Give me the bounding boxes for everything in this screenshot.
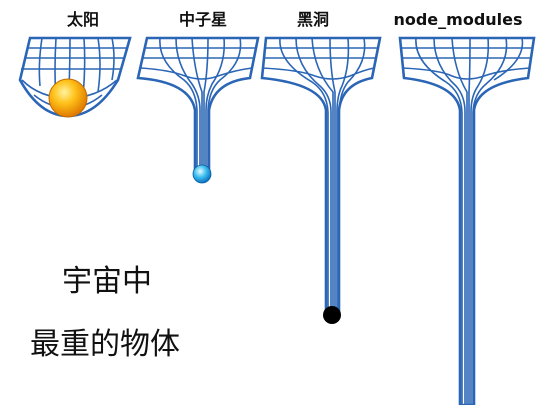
neutron-star-spacetime-grid: [136, 36, 260, 177]
sun-ball: [48, 78, 88, 118]
panel-label-node-modules: node_modules: [393, 10, 523, 29]
panel-label-sun: 太阳: [66, 10, 99, 29]
black-hole-ball: [323, 306, 341, 324]
caption-line-2: 最重的物体: [30, 327, 180, 362]
caption-line-1: 宇宙中: [62, 264, 152, 299]
node-modules-spacetime-grid: [398, 36, 536, 405]
black-hole-spacetime-grid: [260, 36, 382, 314]
neutron-star-ball: [192, 164, 212, 184]
panel-label-black-hole: 黑洞: [296, 10, 329, 29]
panel-label-neutron-star: 中子星: [178, 10, 227, 29]
